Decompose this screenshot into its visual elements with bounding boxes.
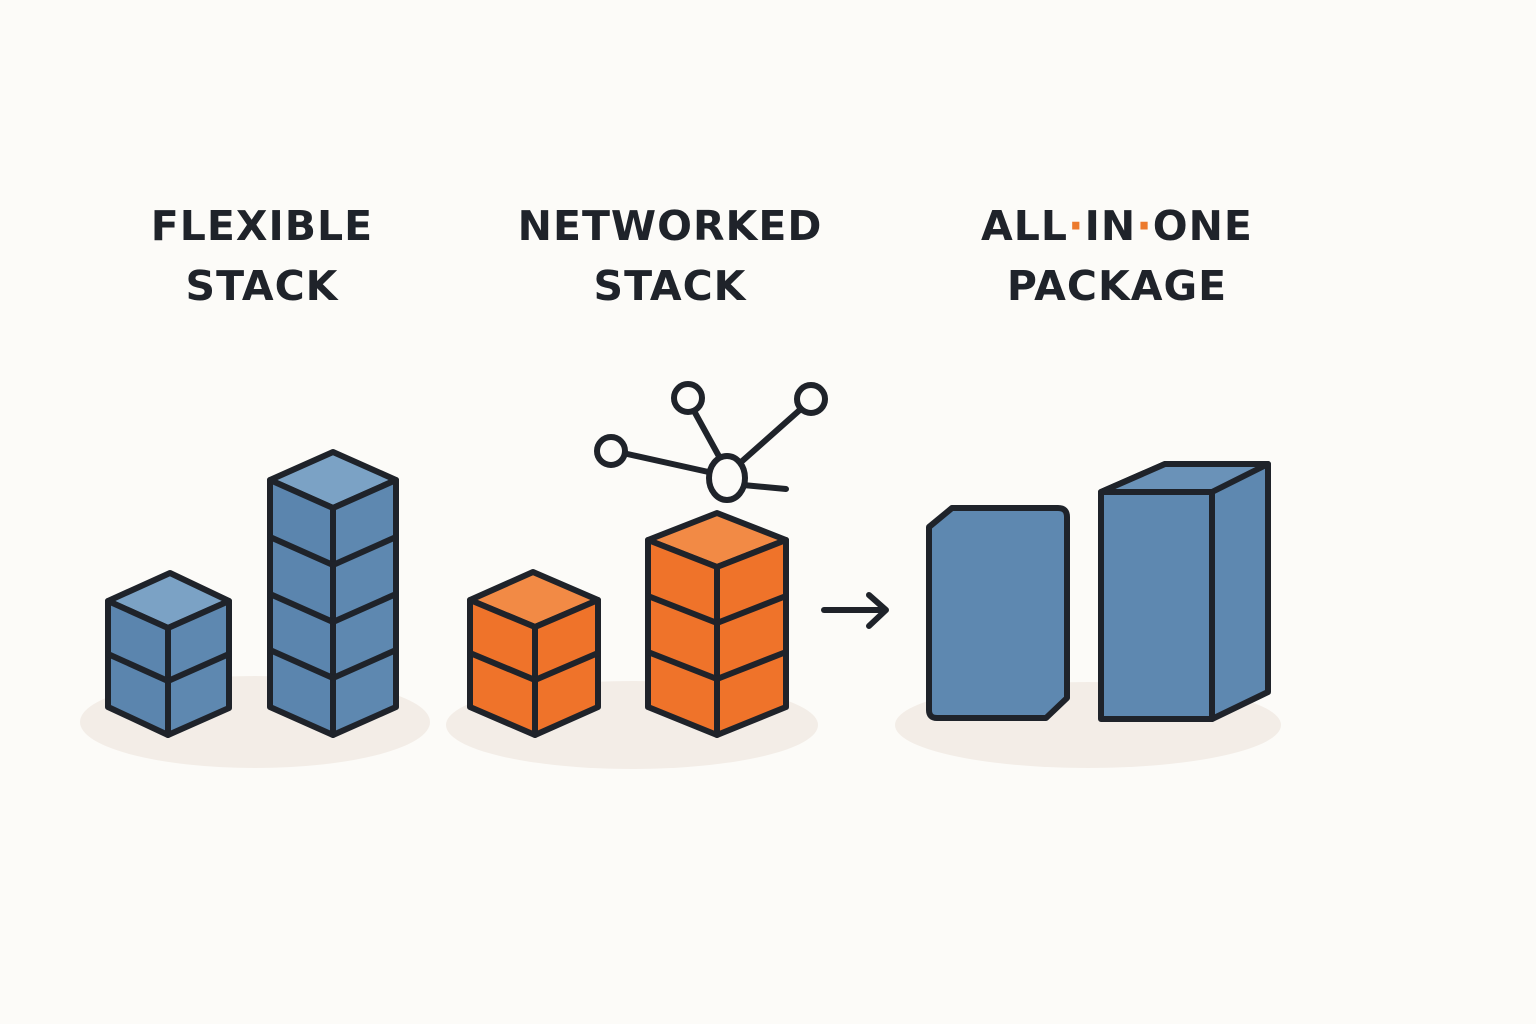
one-word: ONE <box>1152 202 1253 250</box>
right-arrow-icon <box>821 592 889 629</box>
flexible-stack-line1: FLEXIBLE <box>150 202 374 250</box>
all-in-one-line1: ALL·IN·ONE <box>907 196 1327 256</box>
network-nodes-icon <box>594 381 828 503</box>
in-word: IN <box>1084 202 1137 250</box>
tall-blue-cube-stack <box>267 449 399 738</box>
all-in-one-line2: PACKAGE <box>1006 262 1228 310</box>
networked-stack-heading: NETWORKED STACK <box>460 196 880 316</box>
all-word: ALL <box>981 202 1069 250</box>
small-orange-cube-stack <box>467 569 601 738</box>
flexible-stack-heading: FLEXIBLE STACK <box>52 196 472 316</box>
package-left-block <box>926 505 1070 721</box>
separator-dot-2: · <box>1136 202 1153 250</box>
networked-stack-line2: STACK <box>593 262 747 310</box>
tall-orange-cube-stack <box>645 510 789 738</box>
all-in-one-heading: ALL·IN·ONE PACKAGE <box>907 196 1327 316</box>
networked-stack-line1: NETWORKED <box>517 202 823 250</box>
flexible-stack-line2: STACK <box>185 262 339 310</box>
separator-dot-1: · <box>1068 202 1085 250</box>
package-right-block <box>1098 461 1271 722</box>
small-blue-cube-stack <box>105 570 232 738</box>
